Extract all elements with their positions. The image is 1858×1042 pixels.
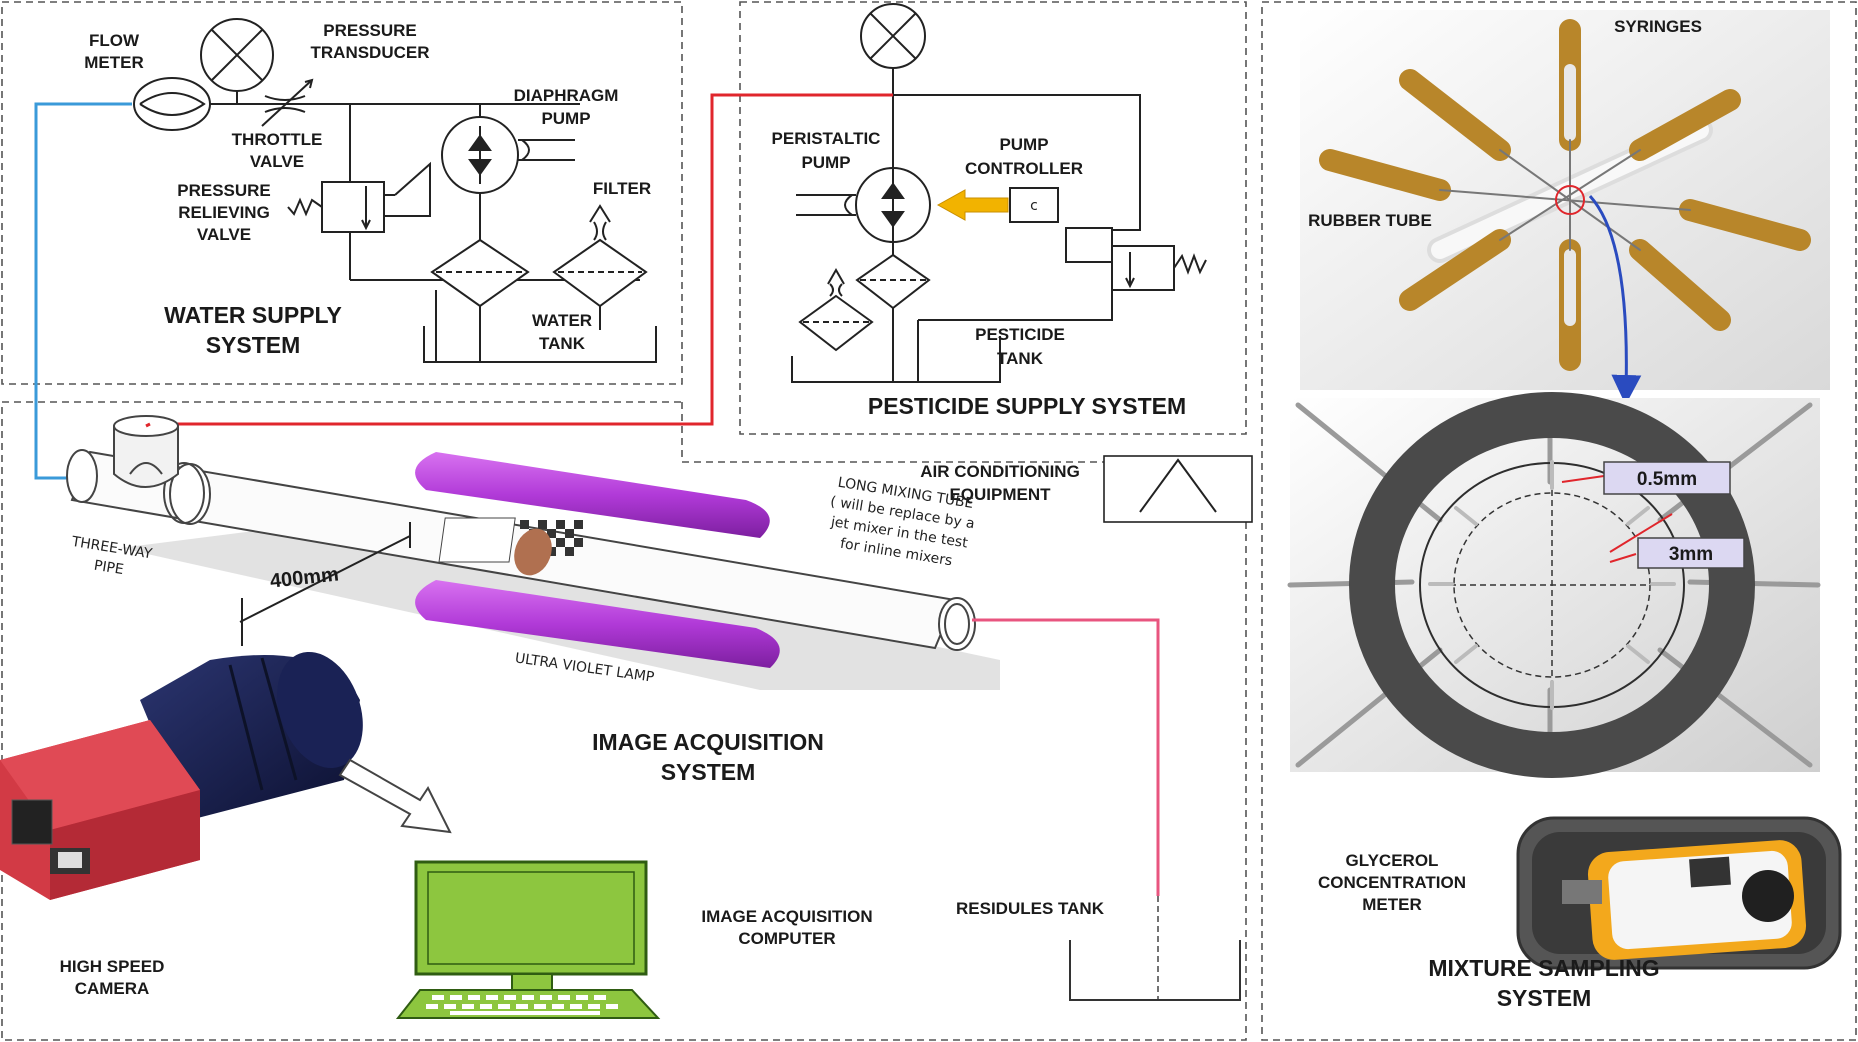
three-way-pipe-label-1: THREE-WAY — [70, 534, 154, 563]
residues-tank-symbol — [1069, 940, 1241, 1001]
flow-meter-label-1: FLOW — [89, 31, 140, 50]
water-tank-label-2: TANK — [539, 334, 586, 353]
peristaltic-pump-label-1: PERISTALTIC — [772, 129, 881, 148]
image-acquisition-title-1: IMAGE ACQUISITION — [592, 729, 824, 755]
camera-label-2: CAMERA — [75, 979, 150, 998]
image-acquisition-labels: AIR CONDITIONING EQUIPMENT THREE-WAY PIP… — [60, 462, 1105, 998]
flow-meter-label-2: METER — [84, 53, 144, 72]
ring-body — [1349, 392, 1755, 778]
relief-valve-label-2: RELIEVING — [178, 203, 270, 222]
uv-lamp-bottom — [415, 580, 780, 668]
residues-tank-label: RESIDULES TANK — [956, 899, 1105, 918]
rubber-tube-label: RUBBER TUBE — [1308, 211, 1432, 230]
dimension-depth-label: 3mm — [1669, 544, 1713, 565]
acquisition-computer — [395, 860, 661, 1019]
camera-label-1: HIGH SPEED — [60, 957, 165, 976]
pesticide-pipe-line — [150, 93, 893, 426]
water-supply-labels: FLOW METER PRESSURE TRANSDUCER THROTTLE … — [84, 21, 651, 358]
pesticide-supply-title: PESTICIDE SUPPLY SYSTEM — [868, 393, 1186, 419]
uv-lamps — [415, 452, 780, 668]
peristaltic-pump-label-2: PUMP — [801, 153, 850, 172]
dimension-box-depth — [1637, 537, 1745, 569]
relief-valve-label-1: PRESSURE — [177, 181, 271, 200]
meter-label-3: METER — [1362, 895, 1422, 914]
pesticide-tank-label-2: TANK — [997, 349, 1044, 368]
mixture-sampling-title-1: MIXTURE SAMPLING — [1428, 955, 1659, 981]
pesticide-relief-valve-symbol — [1111, 245, 1175, 291]
air-conditioning-label-1: AIR CONDITIONING — [920, 462, 1080, 481]
high-speed-camera — [0, 651, 363, 900]
dimension-gap-label: 0.5mm — [1637, 469, 1697, 490]
pressure-relieving-valve-symbol — [321, 181, 385, 233]
diaphragm-pump-label-2: PUMP — [541, 109, 590, 128]
dimension-box-gap — [1603, 461, 1731, 495]
air-conditioning-label-2: EQUIPMENT — [949, 485, 1051, 504]
flow-meter-symbol — [133, 77, 211, 131]
uv-lamp-top — [415, 452, 770, 538]
water-pipe-line — [34, 102, 132, 480]
relief-valve-label-3: VALVE — [197, 225, 251, 244]
controller-signal-arrow — [936, 189, 1009, 221]
dimension-400mm — [239, 522, 411, 646]
throttle-valve-label-2: VALVE — [250, 152, 304, 171]
data-transfer-arrow — [338, 758, 452, 834]
calibration-target — [438, 517, 583, 576]
tube-end-left — [66, 449, 98, 503]
glycerol-meter — [1516, 816, 1842, 970]
sampling-direction-arrow — [1588, 194, 1642, 405]
three-way-pipe — [113, 426, 179, 488]
controller-symbol-letter: c — [1030, 198, 1038, 214]
throttle-valve-label-1: THROTTLE — [232, 130, 323, 149]
sampling-ring: 0.5mm 3mm — [1287, 392, 1821, 778]
pressure-transducer-label-2: TRANSDUCER — [311, 43, 430, 62]
three-way-pipe-label-2: PIPE — [93, 558, 125, 578]
pesticide-supply-system — [791, 3, 1207, 383]
image-acquisition-title-2: SYSTEM — [661, 759, 756, 785]
mixture-sampling-title-2: SYSTEM — [1497, 985, 1592, 1011]
computer-label-2: COMPUTER — [738, 929, 835, 948]
diaphragm-pump-label-1: DIAPHRAGM — [514, 86, 619, 105]
meter-label-1: GLYCEROL — [1346, 851, 1439, 870]
water-tank-label-1: WATER — [532, 311, 592, 330]
residue-pipe-line — [972, 618, 1160, 896]
image-acquisition-panel — [1, 401, 1247, 1041]
water-supply-panel — [1, 1, 683, 385]
pesticide-tank-label-1: PESTICIDE — [975, 325, 1065, 344]
air-conditioning-unit — [1103, 455, 1253, 523]
pesticide-supply-panel — [739, 1, 1247, 435]
meter-label-2: CONCENTRATION — [1318, 873, 1466, 892]
syringe-array — [1319, 19, 1811, 371]
filter-label: FILTER — [593, 179, 651, 198]
water-supply-system — [133, 18, 657, 363]
pressure-transducer-label-1: PRESSURE — [323, 21, 417, 40]
water-supply-title-2: SYSTEM — [206, 332, 301, 358]
pesticide-tank-symbol — [791, 336, 1001, 383]
water-supply-title-1: WATER SUPPLY — [164, 302, 342, 328]
pump-controller-symbol — [1009, 187, 1059, 223]
pesticide-filter-symbol-1 — [855, 253, 931, 310]
mixing-tube — [66, 415, 976, 651]
computer-label-1: IMAGE ACQUISITION — [701, 907, 872, 926]
pump-controller-label-2: CONTROLLER — [965, 159, 1083, 178]
pesticide-supply-labels: PERISTALTIC PUMP PUMP CONTROLLER c PESTI… — [772, 129, 1187, 419]
mixture-sampling-labels: SYRINGES RUBBER TUBE GLYCEROL CONCENTRAT… — [1308, 17, 1702, 1011]
water-tank-symbol — [423, 326, 657, 363]
droplet-sample — [514, 528, 552, 576]
syringes-label: SYRINGES — [1614, 17, 1702, 36]
throttle-valve-symbol — [261, 78, 314, 127]
pump-controller-label-1: PUMP — [999, 135, 1048, 154]
